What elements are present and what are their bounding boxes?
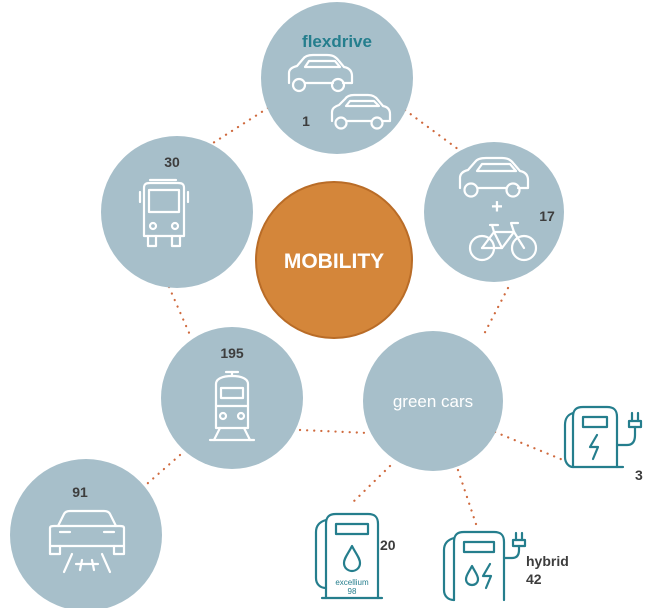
car-icon (330, 93, 392, 130)
electric-count: 3 (635, 467, 643, 483)
bicycle-icon (468, 221, 538, 262)
connector-train-carroad (138, 453, 182, 492)
flexdrive-count: 1 (302, 113, 310, 129)
node-circle (363, 331, 503, 471)
bus-icon (138, 178, 190, 248)
train-count: 195 (220, 345, 244, 361)
connector-greencars-hybrid (456, 468, 480, 532)
node-bus: 30 (101, 136, 253, 288)
center-label: MOBILITY (284, 250, 384, 273)
hybrid-pump-icon (442, 530, 527, 602)
car-bike-count: 17 (539, 208, 555, 224)
node-car-bike: + 17 (424, 142, 564, 282)
connector-greencars-fuel (348, 464, 392, 507)
connector-train-greencars (298, 428, 370, 435)
pump-hybrid: hybrid 42 (442, 530, 569, 602)
node-car-road: 91 (10, 459, 162, 608)
connector-flexdrive-bus (200, 106, 270, 152)
car-icon (287, 53, 354, 93)
electric-charger-icon (563, 405, 643, 469)
car-road-count: 91 (72, 484, 88, 500)
flexdrive-title: flexdrive (302, 32, 372, 51)
hybrid-label: hybrid (526, 553, 569, 569)
hybrid-count: 42 (526, 571, 542, 587)
pump-fuel: excellium 98 20 (314, 512, 396, 600)
train-icon (208, 370, 256, 442)
connector-carbike-greencars (480, 286, 510, 340)
pump-electric: 3 (563, 405, 643, 483)
fuel-label-line2: 98 (348, 587, 357, 596)
node-flexdrive: flexdrive 1 (261, 2, 413, 154)
green-cars-title: green cars (393, 392, 473, 411)
connectors (138, 106, 565, 532)
center-node: MOBILITY (255, 181, 413, 339)
connector-bus-train (167, 285, 192, 337)
car-on-road-icon (48, 509, 126, 574)
car-icon (458, 156, 530, 198)
plus-sign: + (491, 196, 503, 218)
node-train: 195 (161, 327, 303, 469)
center-circle (255, 181, 413, 339)
bus-count: 30 (164, 154, 180, 170)
node-green-cars: green cars (363, 331, 503, 471)
node-circle (10, 459, 162, 608)
fuel-count: 20 (380, 537, 396, 553)
fuel-label-line1: excellium (335, 578, 369, 587)
connector-greencars-electric (493, 430, 565, 462)
connector-flexdrive-carbike (403, 108, 472, 160)
fuel-pump-icon (314, 512, 384, 600)
